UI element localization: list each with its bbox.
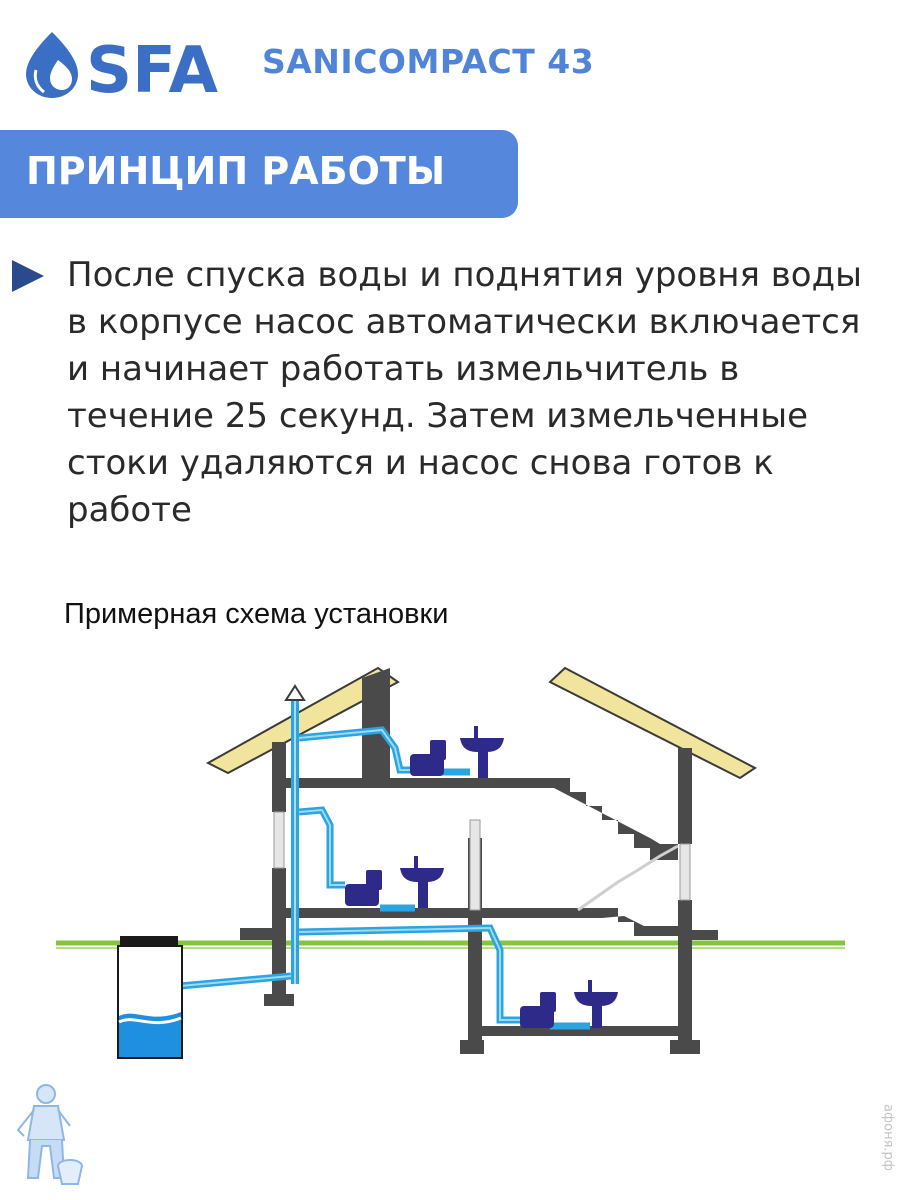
description-text: После спуска воды и поднятия уровня воды… (67, 255, 862, 530)
triangle-bullet-icon (12, 260, 44, 292)
brand-name: SFA (86, 34, 218, 100)
watermark: афоня.рф (868, 1090, 898, 1190)
vent-pipe (284, 684, 306, 984)
toilet-icon-top (410, 740, 446, 776)
roof (205, 666, 757, 780)
section-banner: ПРИНЦИП РАБОТЫ (0, 130, 518, 218)
septic-tank (117, 936, 183, 1059)
ground-line (56, 940, 845, 949)
sink-icon-middle (400, 856, 444, 908)
diagram-caption: Примерная схема установки (64, 598, 449, 630)
water-drop-logo-icon (26, 32, 78, 98)
toilet-icon-middle (345, 870, 382, 906)
sfa-logo: SFA (26, 32, 218, 100)
drain-pipes-highlight (179, 728, 520, 1021)
installation-diagram (56, 666, 845, 1059)
sink-icon-basement (574, 980, 618, 1028)
watermark-text: афоня.рф (880, 1104, 896, 1171)
plumber-mascot-icon (16, 1084, 83, 1185)
toilet-icon-basement (520, 992, 556, 1028)
staircase (577, 844, 679, 912)
product-name: SANICOMPACT 43 (262, 42, 595, 81)
sink-icon-top (460, 726, 504, 778)
windows (273, 811, 691, 911)
section-title: ПРИНЦИП РАБОТЫ (26, 149, 446, 193)
